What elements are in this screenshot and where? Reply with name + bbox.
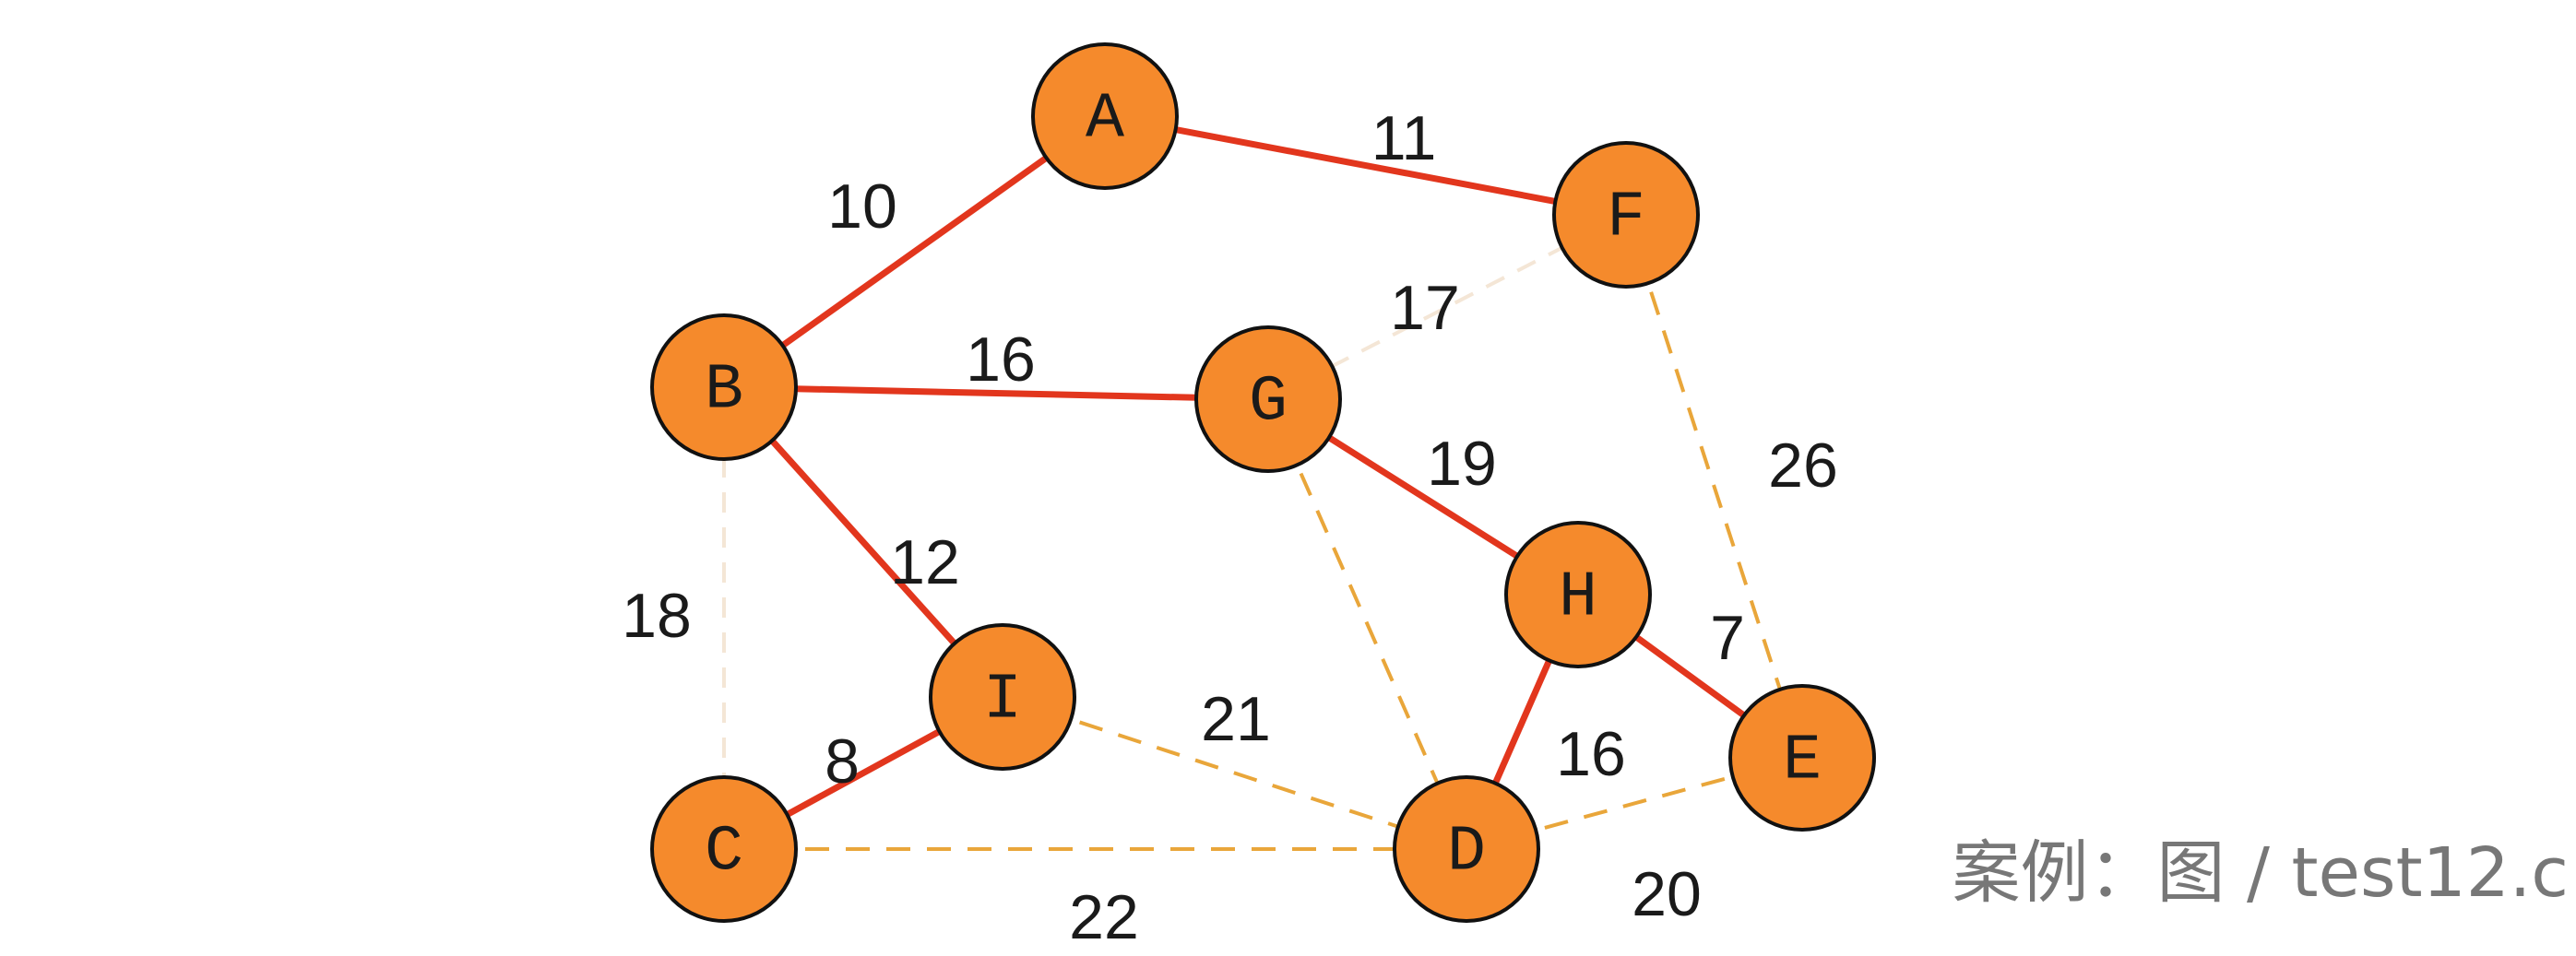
node-circle-h (1504, 521, 1652, 668)
node-i: I (929, 623, 1076, 771)
node-d: D (1393, 775, 1540, 923)
node-circle-g (1194, 325, 1342, 473)
node-a: A (1031, 42, 1179, 190)
node-label-i: I (983, 665, 1022, 738)
node-label-a: A (1086, 84, 1124, 157)
edge-weight-a-b: 10 (827, 171, 897, 242)
node-label-d: D (1447, 817, 1486, 890)
edge-a-f (1104, 112, 1627, 218)
node-e: E (1728, 684, 1876, 832)
node-b: B (650, 313, 798, 461)
node-label-e: E (1783, 726, 1822, 798)
edge-weight-b-i: 12 (890, 527, 960, 597)
node-circle-c (650, 775, 798, 923)
caption-text: 案例：图 / test12.c (1952, 833, 2569, 913)
edge-a-b (721, 113, 1108, 390)
node-h: H (1504, 521, 1652, 668)
node-circle-f (1552, 141, 1700, 289)
node-circle-a (1031, 42, 1179, 190)
node-f: F (1552, 141, 1700, 289)
node-circle-i (929, 623, 1076, 771)
edge-weights-layer: 10 11 16 12 8 19 7 16 17 18 26 21 22 20 (622, 103, 1838, 952)
node-g: G (1194, 325, 1342, 473)
edge-weight-c-d: 22 (1069, 882, 1139, 952)
edge-weight-g-h: 19 (1427, 429, 1497, 499)
edge-weight-f-e: 26 (1768, 431, 1838, 501)
edge-weight-h-d: 16 (1556, 719, 1626, 789)
edge-b-g (723, 384, 1269, 403)
edge-weight-h-e: 7 (1710, 603, 1745, 673)
edge-i-d (1002, 695, 1467, 851)
node-circle-d (1393, 775, 1540, 923)
edge-weight-i-d: 21 (1201, 684, 1271, 754)
edge-weight-a-f: 11 (1371, 103, 1437, 173)
node-circle-b (650, 313, 798, 461)
edge-weight-b-c: 18 (622, 581, 692, 651)
node-label-h: H (1559, 562, 1597, 635)
edge-weight-i-c: 8 (825, 726, 860, 797)
nodes-layer: A B C D E F G H I (650, 42, 1876, 923)
edge-weight-b-g: 16 (966, 325, 1036, 395)
node-c: C (650, 775, 798, 923)
node-label-g: G (1249, 367, 1288, 440)
edge-weight-d-e: 20 (1632, 859, 1702, 929)
edge-f-e (1624, 214, 1804, 759)
node-label-b: B (705, 355, 743, 428)
edge-g-d (1266, 398, 1468, 850)
edge-weight-g-f: 17 (1390, 273, 1460, 343)
node-circle-e (1728, 684, 1876, 832)
node-label-c: C (705, 817, 743, 890)
node-label-f: F (1607, 183, 1645, 255)
